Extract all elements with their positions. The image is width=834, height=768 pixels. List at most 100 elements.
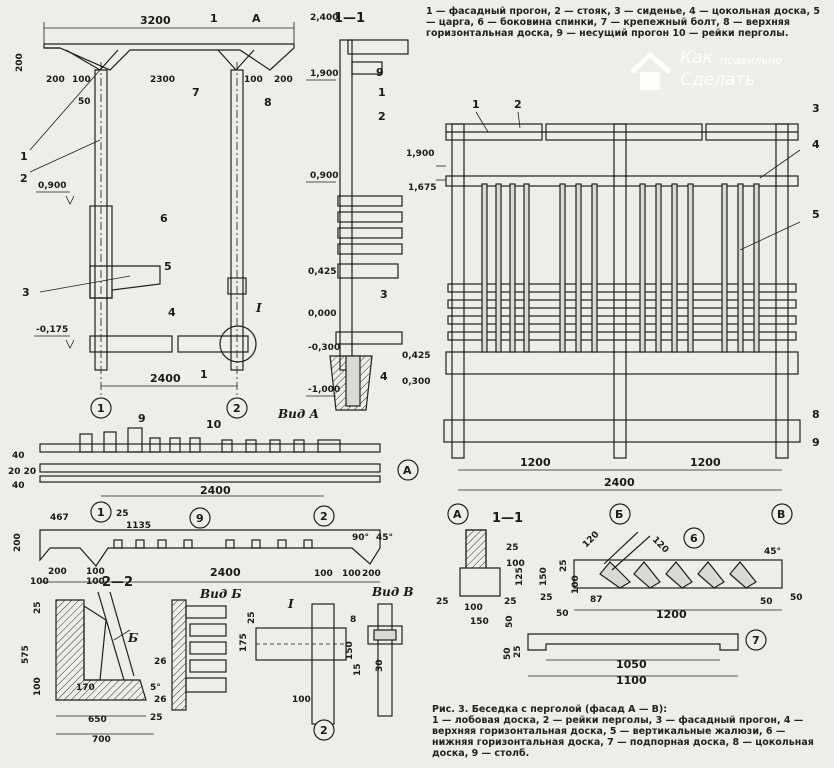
vid-a-arrow: А — [252, 12, 261, 25]
dim-right-1200-a: 1200 — [520, 456, 551, 469]
dim-s-50-d: 50 — [505, 615, 515, 628]
elev-1900: 1,900 — [310, 69, 338, 79]
callout-8-facade: 8 — [812, 408, 820, 421]
section-1-1-title: 1—1 — [334, 11, 365, 26]
dim-25-d: 25 — [247, 611, 257, 624]
dim-3200: 3200 — [140, 14, 171, 27]
dim-8: 8 — [350, 615, 356, 625]
dim-40-a: 40 — [12, 451, 25, 461]
callout-3-facade: 3 — [812, 102, 820, 115]
dim-200-f: 200 — [362, 569, 381, 579]
section-1-1-right-title: 1—1 — [492, 511, 523, 526]
dim-s-120-a: 120 — [581, 530, 601, 550]
mark-7: 7 — [752, 634, 760, 647]
facade-a-v: 1 2 3 4 5 8 9 1,900 1,675 0,425 0,300 12… — [402, 98, 820, 525]
watermark-line2: правильно — [720, 54, 782, 67]
vid-a-label: Вид А — [277, 407, 319, 421]
callout-1-mid: 1 — [378, 86, 386, 99]
axis-9-b: 9 — [196, 512, 204, 525]
elev-right-1675: 1,675 — [408, 183, 436, 193]
dim-575: 575 — [21, 645, 31, 664]
dim-s-25-b: 25 — [436, 597, 449, 607]
callout-2-left: 2 — [20, 172, 28, 185]
elev-0000: 0,000 — [308, 309, 336, 319]
dim-650: 650 — [88, 715, 107, 725]
axis-1-a: 1 — [97, 402, 105, 415]
dim-right-2400: 2400 — [604, 476, 635, 489]
dim-25-b: 25 — [33, 601, 43, 614]
dim-s-1100: 1100 — [616, 674, 647, 687]
vid-v-view: Вид В 15 30 — [353, 585, 414, 717]
dim-700: 700 — [92, 735, 111, 745]
dim-s-87: 87 — [590, 595, 603, 605]
dim-100-f: 100 — [30, 577, 49, 587]
dim-s-25-e: 25 — [559, 559, 569, 572]
callout-4-facade: 4 — [812, 138, 820, 151]
callout-2-facade: 2 — [514, 98, 522, 111]
dim-s-50-c: 50 — [790, 593, 803, 603]
dim-s-1200: 1200 — [656, 608, 687, 621]
callout-9-facade: 9 — [812, 436, 820, 449]
dim-100-c: 100 — [86, 567, 105, 577]
caption-body: 1 — лобовая доска, 2 — рейки перголы, 3 … — [432, 715, 814, 759]
callout-4-mid: 4 — [380, 370, 388, 383]
dim-s-120-b: 120 — [650, 535, 670, 555]
dim-100-i: 100 — [292, 695, 311, 705]
elev-0900-b: 0,900 — [310, 171, 338, 181]
detail-i-title: I — [287, 597, 294, 611]
callout-7-left: 7 — [192, 86, 200, 99]
beam-profile: 467 25 1135 200 200 100 2400 100 100 200… — [13, 509, 393, 587]
dim-s-25-f: 25 — [513, 645, 523, 658]
axis-2-b: 2 — [320, 510, 328, 523]
dim-s-25-c: 25 — [504, 597, 517, 607]
dim-2400-b: 2400 — [200, 484, 231, 497]
dim-1135: 1135 — [126, 521, 151, 531]
elev-minus-0175: -0,175 — [36, 325, 68, 335]
axis-2-a: 2 — [233, 402, 241, 415]
vid-a-plan: 9 10 40 20 20 40 А 2400 1 9 2 — [8, 412, 419, 529]
axis-a-facade: А — [453, 508, 462, 521]
dim-s-25-d: 25 — [540, 593, 553, 603]
dim-100-g: 100 — [86, 577, 105, 587]
dim-s-25-a: 25 — [506, 543, 519, 553]
callout-1-left: 1 — [20, 150, 28, 163]
dim-s-50-e: 50 — [503, 647, 513, 660]
dim-100-h: 100 — [33, 677, 43, 696]
dim-5deg: 5° — [150, 683, 161, 693]
dim-s-100-b: 100 — [464, 603, 483, 613]
elev-2400: 2,400 — [310, 13, 338, 23]
dim-40-b: 40 — [12, 481, 25, 491]
dim-s-50-b: 50 — [760, 597, 773, 607]
dim-25-c: 25 — [150, 713, 163, 723]
detail-i-mark: I — [255, 301, 262, 315]
callout-5-left: 5 — [164, 260, 172, 273]
section-1-top: 1 — [210, 12, 218, 25]
callout-3-left: 3 — [22, 286, 30, 299]
dim-200-d: 200 — [13, 533, 23, 552]
callout-9-plan: 9 — [138, 412, 146, 425]
dim-100-a: 100 — [72, 75, 91, 85]
caption-title: Рис. 3. Беседка с перголой (фасад А — В)… — [432, 704, 668, 715]
dim-170: 170 — [76, 683, 95, 693]
dim-s-125: 125 — [515, 567, 525, 586]
vid-b-label: Вид Б — [199, 587, 242, 601]
dim-90deg: 90° — [352, 533, 369, 543]
watermark-line3: Сделать — [680, 70, 756, 90]
dim-s-150-b: 150 — [539, 567, 549, 586]
vid-v-label: Вид В — [371, 585, 414, 599]
dim-s-50-a: 50 — [556, 609, 569, 619]
dim-150: 150 — [345, 641, 355, 660]
section-2-2-title: 2—2 — [102, 575, 133, 590]
watermark-line1: Как — [680, 48, 713, 68]
house-logo-icon — [630, 52, 672, 90]
dim-s-100-a: 100 — [506, 559, 525, 569]
dim-100-e: 100 — [342, 569, 361, 579]
dim-200-a: 200 — [46, 75, 65, 85]
site-watermark: Как правильно Сделать — [626, 46, 806, 96]
dim-100-d: 100 — [314, 569, 333, 579]
side-elevation: 3200 200 200 100 2300 100 200 50 0,900 -… — [15, 12, 295, 419]
callout-3-mid: 3 — [380, 288, 388, 301]
dim-s-150-a: 150 — [470, 617, 489, 627]
